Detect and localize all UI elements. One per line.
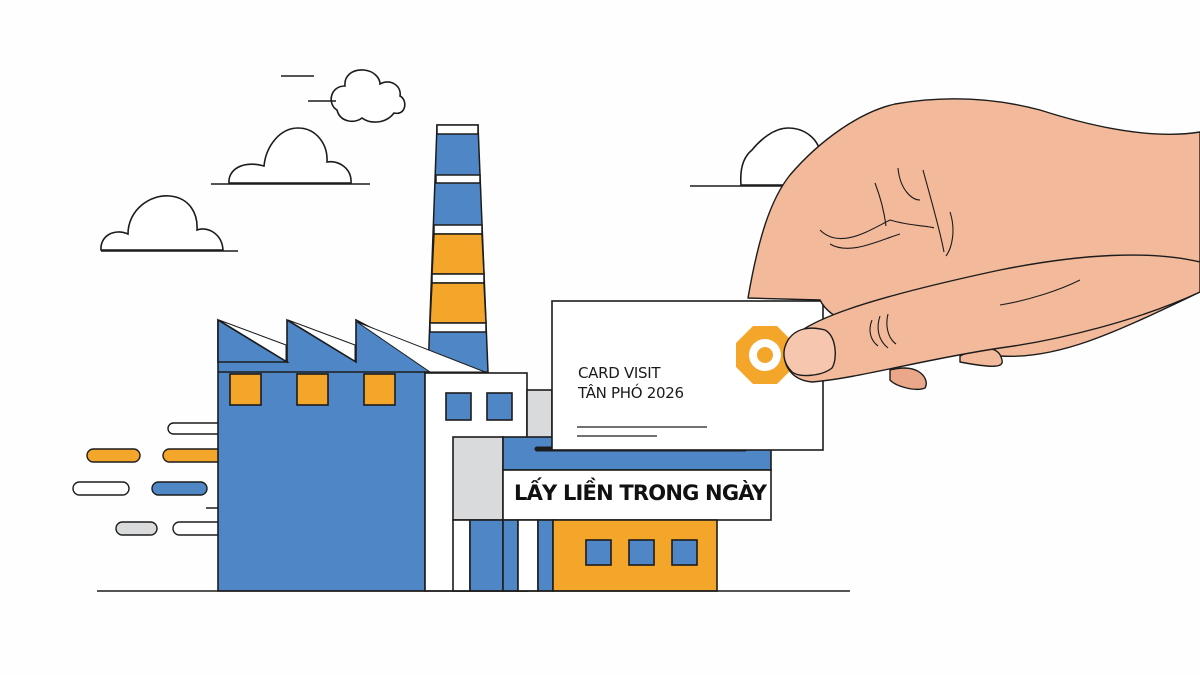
business-card-shape: [551, 300, 824, 451]
cloud-icon: [281, 69, 406, 123]
card-subtitle: TÂN PHÓ 2026: [578, 384, 684, 402]
factory-annex: [424, 372, 772, 592]
cloud-icon: [100, 195, 238, 252]
cloud-icon: [211, 127, 370, 185]
hand-illustration: [747, 98, 1200, 390]
business-card-text: CARD VISIT TÂN PHÓ 2026: [578, 363, 684, 403]
factory-main: [217, 318, 486, 592]
factory-sign-label: LẤY LIỀN TRONG NGÀY: [514, 481, 767, 505]
chimney: [427, 124, 489, 373]
orange-octagon-ring-icon: [736, 326, 794, 384]
card-title: CARD VISIT: [578, 364, 661, 382]
